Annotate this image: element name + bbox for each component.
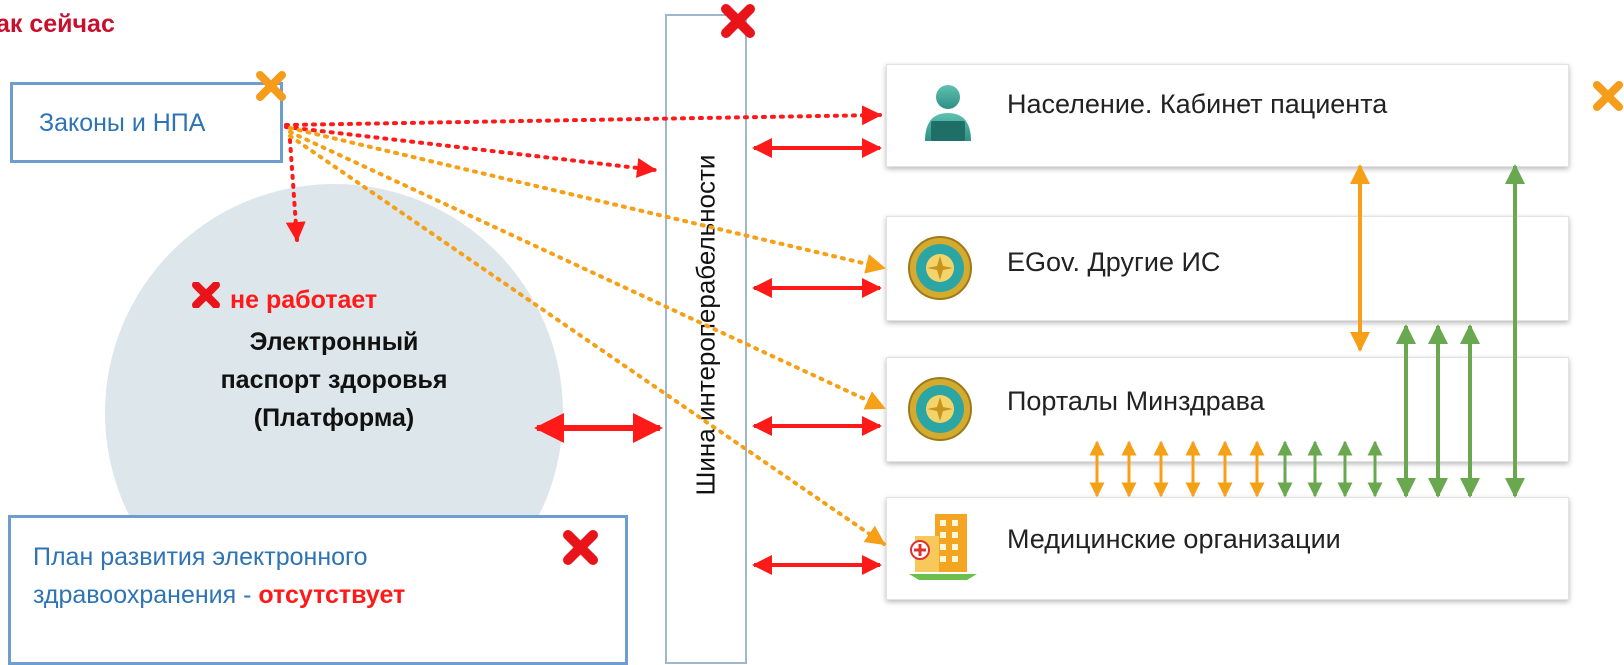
system-label-egov: EGov. Другие ИС: [1007, 247, 1221, 277]
patient-cabinet-warning-x-icon: [1593, 81, 1623, 111]
laws-to-platform: [285, 138, 306, 242]
platform-title-line1: Электронный: [249, 328, 419, 356]
plan-box: План развития электронного здравоохранен…: [8, 515, 628, 665]
hospital-icon: [907, 510, 979, 587]
laws-to-egov: [288, 126, 886, 274]
coat-of-arms-icon: [907, 235, 973, 306]
laws-to-ministry-portals: [288, 130, 886, 410]
system-box-medical-orgs: Медицинские организации: [886, 497, 1569, 600]
plan-failure-x-icon: [563, 530, 598, 565]
system-label-ministry-portals: Порталы Минздрава: [1007, 386, 1265, 416]
laws-warning-x-icon: [256, 71, 286, 101]
laws-to-bus: [284, 125, 657, 178]
bus-failure-x-icon: [721, 4, 755, 38]
connector-layer: [256, 4, 1623, 575]
platform-status-text: не работает: [230, 286, 378, 314]
laws-to-medical-orgs: [288, 134, 886, 546]
laws-to-patient-cabinet: [284, 105, 882, 127]
system-label-medical-orgs: Медицинские организации: [1007, 524, 1341, 554]
system-box-patient-cabinet: Население. Кабинет пациента: [886, 64, 1569, 167]
platform-title-line2: паспорт здоровья: [220, 366, 448, 394]
plan-box-status: отсутствует: [258, 581, 406, 609]
platform-status: не работает: [192, 281, 378, 315]
system-box-egov: EGov. Другие ИС: [886, 216, 1569, 321]
laws-box-label: Законы и НПА: [39, 109, 206, 137]
coat-of-arms-icon: [907, 376, 973, 447]
plan-box-line2: здравоохранения -: [33, 581, 259, 609]
failure-x-icon: [192, 281, 220, 315]
laws-box: Законы и НПА: [10, 82, 283, 163]
page-title: ак сейчас: [0, 10, 115, 38]
person-laptop-icon: [917, 83, 979, 150]
plan-box-line1: План развития электронного: [33, 543, 368, 571]
system-label-patient-cabinet: Население. Кабинет пациента: [1007, 89, 1388, 119]
platform-title-line3: (Платформа): [253, 404, 415, 432]
